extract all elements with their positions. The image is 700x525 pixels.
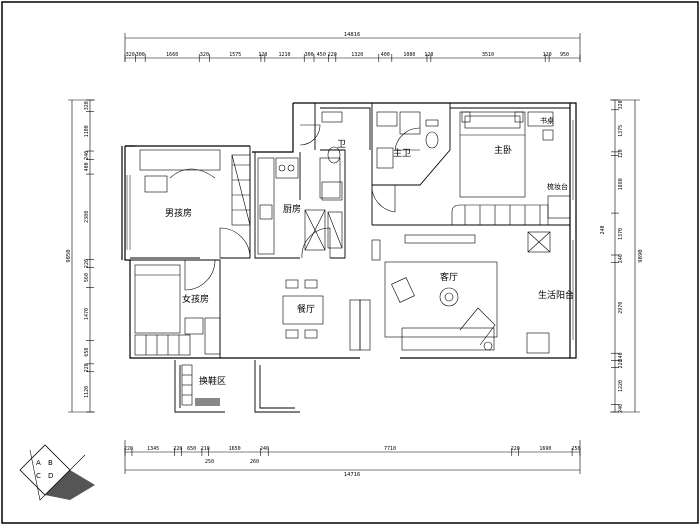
dimension-label: 1100 <box>84 125 90 137</box>
dimension-label: 220 <box>618 359 624 368</box>
girl-room-furniture <box>134 264 221 356</box>
dimension-label: 1650 <box>229 446 241 452</box>
dimension-label: 2380 <box>84 211 90 223</box>
svg-text:D: D <box>48 472 53 480</box>
dimension-label: 120 <box>618 149 624 158</box>
dimension-label: 1470 <box>84 308 90 320</box>
dimension-label: 1575 <box>229 52 241 58</box>
dimension-label: 210 <box>201 446 210 452</box>
label-guest-bath: 卫 <box>337 140 346 150</box>
shoe-area-furniture <box>181 364 220 406</box>
label-living: 客厅 <box>440 271 458 283</box>
dimension-label: 1345 <box>147 446 159 452</box>
right-total-dimension: 9890 <box>638 249 644 262</box>
dining-furniture <box>282 279 361 351</box>
kid-room-furniture <box>139 149 251 226</box>
right-dimension-chain <box>610 99 640 413</box>
dimension-label: 1370 <box>618 228 624 240</box>
bottom-dimension-chain <box>124 440 581 474</box>
dimension-label: 560 <box>84 273 90 282</box>
dimension-label: 1880 <box>618 178 624 190</box>
dimension-label: 450 <box>317 52 326 58</box>
bottom-dimension-ticks: 220 1345 220 650 210 1650 240 7710 220 1690 250 <box>124 446 581 456</box>
dimension-label: 220 <box>124 446 133 452</box>
dimension-label: 250 <box>572 446 581 452</box>
dimension-label: 1660 <box>166 52 178 58</box>
left-dimension-ticks: 320 1100 240 400 2380 220 560 1470 650 220 1120 <box>84 99 94 413</box>
dimension-label: 120 <box>543 52 552 58</box>
svg-text:C: C <box>36 472 41 480</box>
top-total-dimension: 14816 <box>344 32 361 38</box>
label-dining: 餐厅 <box>297 303 315 315</box>
svg-text:A: A <box>36 459 41 467</box>
label-balcony: 生活阳台 <box>538 289 574 301</box>
dimension-label: 240 <box>260 446 269 452</box>
master-wardrobe <box>451 204 549 225</box>
dimension-label: 220 <box>84 259 90 268</box>
doors <box>184 124 421 291</box>
dimension-label: 240 <box>84 151 90 160</box>
left-dimension-chain <box>68 99 95 413</box>
dimension-label: 1320 <box>351 52 363 58</box>
dimension-label: 1375 <box>618 125 624 137</box>
bottom-sub-dimension-2: 260 <box>250 459 259 465</box>
outer-walls <box>121 102 577 359</box>
dimension-label: 400 <box>84 162 90 171</box>
label-vanity: 梳妆台 <box>547 182 568 191</box>
left-total-dimension: 9850 <box>66 249 72 262</box>
label-master-bath: 主卫 <box>393 147 411 159</box>
bottom-total-dimension: 14716 <box>344 472 361 478</box>
dimension-label: 120 <box>424 52 433 58</box>
svg-text:B: B <box>48 459 53 467</box>
label-shoe-area: 换鞋区 <box>199 375 226 387</box>
dimension-label: 240 <box>618 352 624 361</box>
balcony-furniture <box>526 231 551 354</box>
dimension-label: 300 <box>136 52 145 58</box>
dimension-label: 1120 <box>84 386 90 398</box>
dimension-label: 240 <box>618 404 624 413</box>
dimension-label: 1210 <box>279 52 291 58</box>
dimension-label: 220 <box>511 446 520 452</box>
label-study-desk: 书桌 <box>540 116 554 125</box>
dimension-label: 320 <box>618 100 624 109</box>
dimension-label: 240 <box>618 254 624 263</box>
dimension-label: 1220 <box>618 380 624 392</box>
living-furniture <box>359 234 498 351</box>
dimension-label: 320 <box>200 52 209 58</box>
dimension-label: 220 <box>84 363 90 372</box>
dimension-label: 120 <box>258 52 267 58</box>
label-girl-room: 女孩房 <box>182 293 209 305</box>
dimension-label: 650 <box>84 348 90 357</box>
dimension-label: 320 <box>126 52 135 58</box>
dimension-label: 7710 <box>384 446 396 452</box>
right-sub-dimension: 240 <box>600 225 606 234</box>
label-kid-room: 男孩房 <box>165 207 192 219</box>
designer-logo: A B C D <box>19 444 95 501</box>
dimension-label: 320 <box>84 101 90 110</box>
dimension-label: 650 <box>187 446 196 452</box>
dimension-label: 300 <box>305 52 314 58</box>
bottom-sub-dimension-1: 250 <box>205 459 214 465</box>
master-bed-furniture <box>459 111 571 219</box>
dimension-label: 400 <box>381 52 390 58</box>
label-master-bed: 主卧 <box>494 144 512 156</box>
dimension-label: 220 <box>173 446 182 452</box>
dimension-label: 2970 <box>618 302 624 314</box>
guest-bath-furniture <box>321 111 343 201</box>
kitchen-furniture <box>257 157 343 255</box>
dimension-label: 950 <box>560 52 569 58</box>
label-kitchen: 厨房 <box>283 203 301 215</box>
dimension-label: 1690 <box>539 446 551 452</box>
master-bath-furniture <box>376 111 439 169</box>
dimension-label: 3510 <box>482 52 494 58</box>
windows <box>126 120 574 340</box>
top-dimension-chain <box>124 33 581 62</box>
dimension-label: 1080 <box>403 52 415 58</box>
dimension-label: 220 <box>328 52 337 58</box>
